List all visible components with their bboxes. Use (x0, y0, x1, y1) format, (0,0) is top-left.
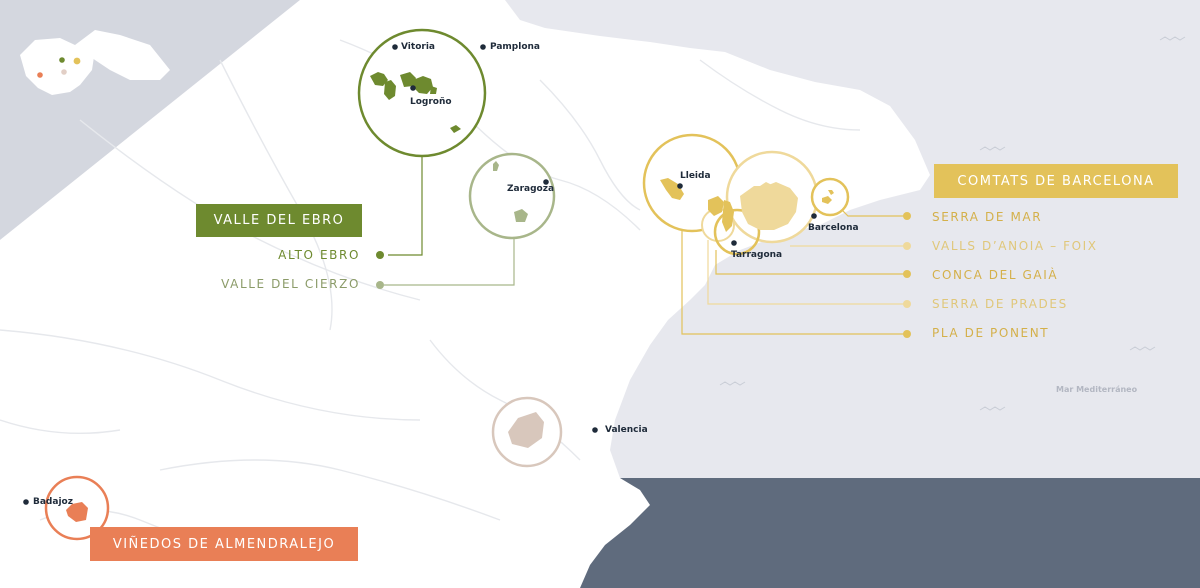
city-label-tarragona: Tarragona (731, 250, 783, 260)
conca-gaia-dot (903, 270, 911, 278)
serra-prades-dot (903, 300, 911, 308)
valle-cierzo-circle[interactable] (468, 152, 556, 240)
barcelona-dot (811, 213, 817, 219)
cierzo-connectors (384, 238, 515, 286)
inset-marker-almendralejo (37, 72, 43, 78)
region-title-ebro[interactable]: VALLE DEL EBRO (196, 204, 362, 237)
valle-cierzo-dot (376, 281, 384, 289)
serra-mar-circle[interactable] (810, 177, 850, 217)
label-dots (376, 212, 911, 338)
subregion-serra-prades[interactable]: SERRA DE PRADES (932, 297, 1068, 311)
lleida-dot (677, 183, 683, 189)
barcelona-connectors (681, 205, 908, 335)
logrono-dot (410, 85, 416, 91)
conca-gaia-circle[interactable] (713, 208, 761, 256)
city-label-valencia: Valencia (605, 425, 648, 435)
subregion-alto-ebro[interactable]: ALTO EBRO (278, 248, 360, 262)
badajoz-dot (23, 499, 29, 505)
city-label-vitoria: Vitoria (401, 42, 435, 52)
zaragoza-dot (543, 179, 549, 185)
alto-ebro-vineyards (370, 72, 461, 133)
alto-ebro-dot (376, 251, 384, 259)
sea-label: Mar Mediterráneo (1056, 385, 1138, 394)
region-title-barcelona[interactable]: COMTATS DE BARCELONA (934, 164, 1178, 198)
valencia-dot (592, 427, 598, 433)
valls-anoia-dot (903, 242, 911, 250)
barcelona-vineyards (660, 178, 834, 232)
pla-ponent-dot (903, 330, 911, 338)
sea-waves (719, 36, 1186, 411)
serra-mar-dot (903, 212, 911, 220)
vitoria-dot (392, 44, 398, 50)
region-title-almendralejo[interactable]: VIÑEDOS DE ALMENDRALEJO (90, 527, 358, 561)
valle-cierzo-vineyards (493, 161, 528, 222)
inset-marker-valencia (61, 69, 67, 75)
pamplona-dot (480, 44, 486, 50)
city-dots (23, 44, 817, 505)
lower-sea-area (560, 478, 1200, 588)
valencia-vineyard (508, 412, 544, 448)
city-label-zaragoza: Zaragoza (507, 184, 555, 194)
subregion-valls-anoia[interactable]: VALLS D’ANOIA – FOIX (932, 239, 1098, 253)
subregion-serra-mar[interactable]: SERRA DE MAR (932, 210, 1043, 224)
inset-marker-ebro (59, 57, 65, 63)
city-label-pamplona: Pamplona (490, 42, 540, 52)
tarragona-dot (731, 240, 737, 246)
city-label-logrono: Logroño (410, 97, 452, 107)
city-label-lleida: Lleida (680, 171, 711, 181)
almendralejo-vineyard (66, 502, 88, 522)
ebro-connectors (388, 156, 423, 256)
city-label-barcelona: Barcelona (808, 223, 859, 233)
inset-map (20, 30, 170, 95)
subregion-pla-ponent[interactable]: PLA DE PONENT (932, 326, 1050, 340)
inset-marker-barcelona (73, 57, 81, 65)
subregion-valle-cierzo[interactable]: VALLE DEL CIERZO (221, 277, 360, 291)
subregion-conca-gaia[interactable]: CONCA DEL GAIÀ (932, 268, 1059, 282)
city-label-badajoz: Badajoz (33, 497, 73, 507)
